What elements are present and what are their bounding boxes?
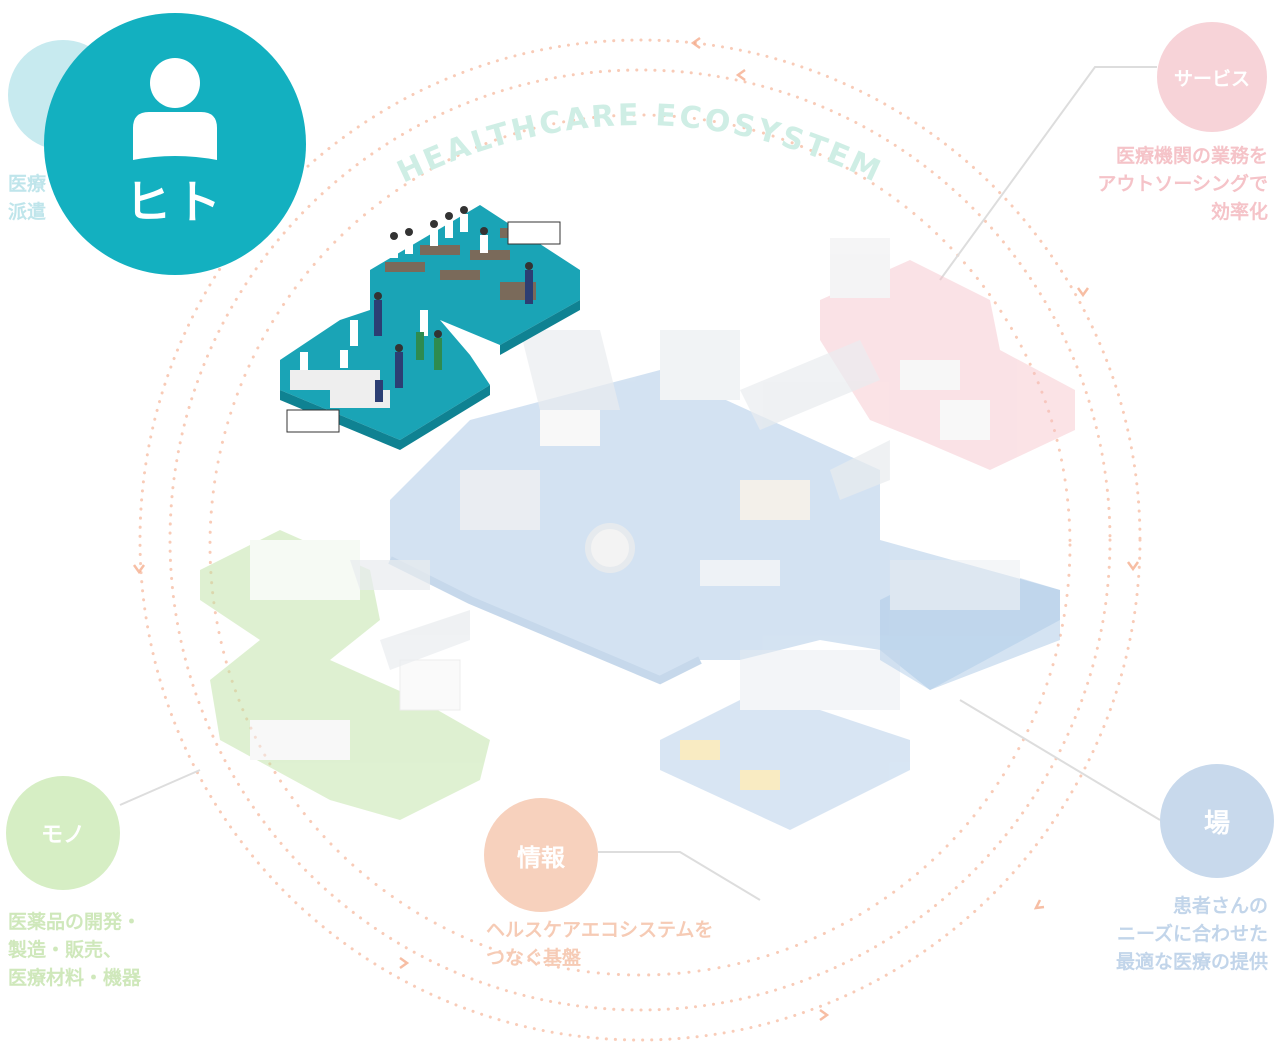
outer-ring xyxy=(138,38,1142,1042)
hito-category-button[interactable]: ヒト xyxy=(44,13,306,275)
ring-arrow-icon xyxy=(1076,287,1090,298)
ecosystem-title: HEALTHCARE ECOSYSTEM xyxy=(392,98,888,190)
ring-arrow-icon xyxy=(132,564,146,575)
ring-arrow-icon xyxy=(690,36,701,50)
service-category-button[interactable]: サービス xyxy=(1157,22,1267,132)
ring-arrow-icon xyxy=(735,68,746,82)
ecosystem-rings xyxy=(138,38,1142,1042)
joho-category-button[interactable]: 情報 xyxy=(484,798,598,912)
ba-connector xyxy=(959,699,1161,821)
clinic-platform xyxy=(880,560,1060,690)
ba-category-button[interactable]: 場 xyxy=(1160,764,1274,878)
service-platform xyxy=(820,238,1075,470)
hospital-platform xyxy=(388,330,1060,690)
mono-description: 医薬品の開発・ 製造・販売、 医療材料・機器 xyxy=(8,911,142,989)
hito-platform xyxy=(280,205,580,450)
ring-arrow-icon xyxy=(1033,899,1045,910)
middle-ring xyxy=(168,68,1112,1012)
ba-label: 場 xyxy=(1203,808,1230,839)
connector-lines xyxy=(119,66,1161,901)
ring-arrow-icon xyxy=(819,1008,830,1022)
mono-label: モノ xyxy=(40,823,85,848)
ring-arrow-icon xyxy=(1126,561,1140,572)
joho-label: 情報 xyxy=(517,843,565,872)
person-icon xyxy=(133,58,217,160)
reception-platform xyxy=(660,650,910,830)
hito-label: ヒト xyxy=(125,175,225,229)
inner-ring xyxy=(208,113,1072,977)
joho-connector xyxy=(598,851,761,901)
mono-connector xyxy=(119,769,201,806)
service-description: 医療機関の業務を アウトソーシングで 効率化 xyxy=(1097,145,1268,223)
mono-category-button[interactable]: モノ xyxy=(6,776,120,890)
hito-description-fragment: 医療 派遣 xyxy=(8,173,47,223)
joho-description: ヘルスケアエコシステムを つなぐ基盤 xyxy=(486,919,714,969)
mono-platform xyxy=(200,530,490,820)
ring-arrow-icon xyxy=(399,956,410,970)
service-connector xyxy=(939,66,1157,281)
stairs xyxy=(350,330,890,670)
hito-platform-tags xyxy=(286,221,561,433)
ring-arrows xyxy=(132,36,1140,1022)
ba-description: 患者さんの ニーズに合わせた 最適な医療の提供 xyxy=(1115,895,1268,973)
staff-figures xyxy=(300,206,533,402)
service-label: サービス xyxy=(1173,67,1250,90)
